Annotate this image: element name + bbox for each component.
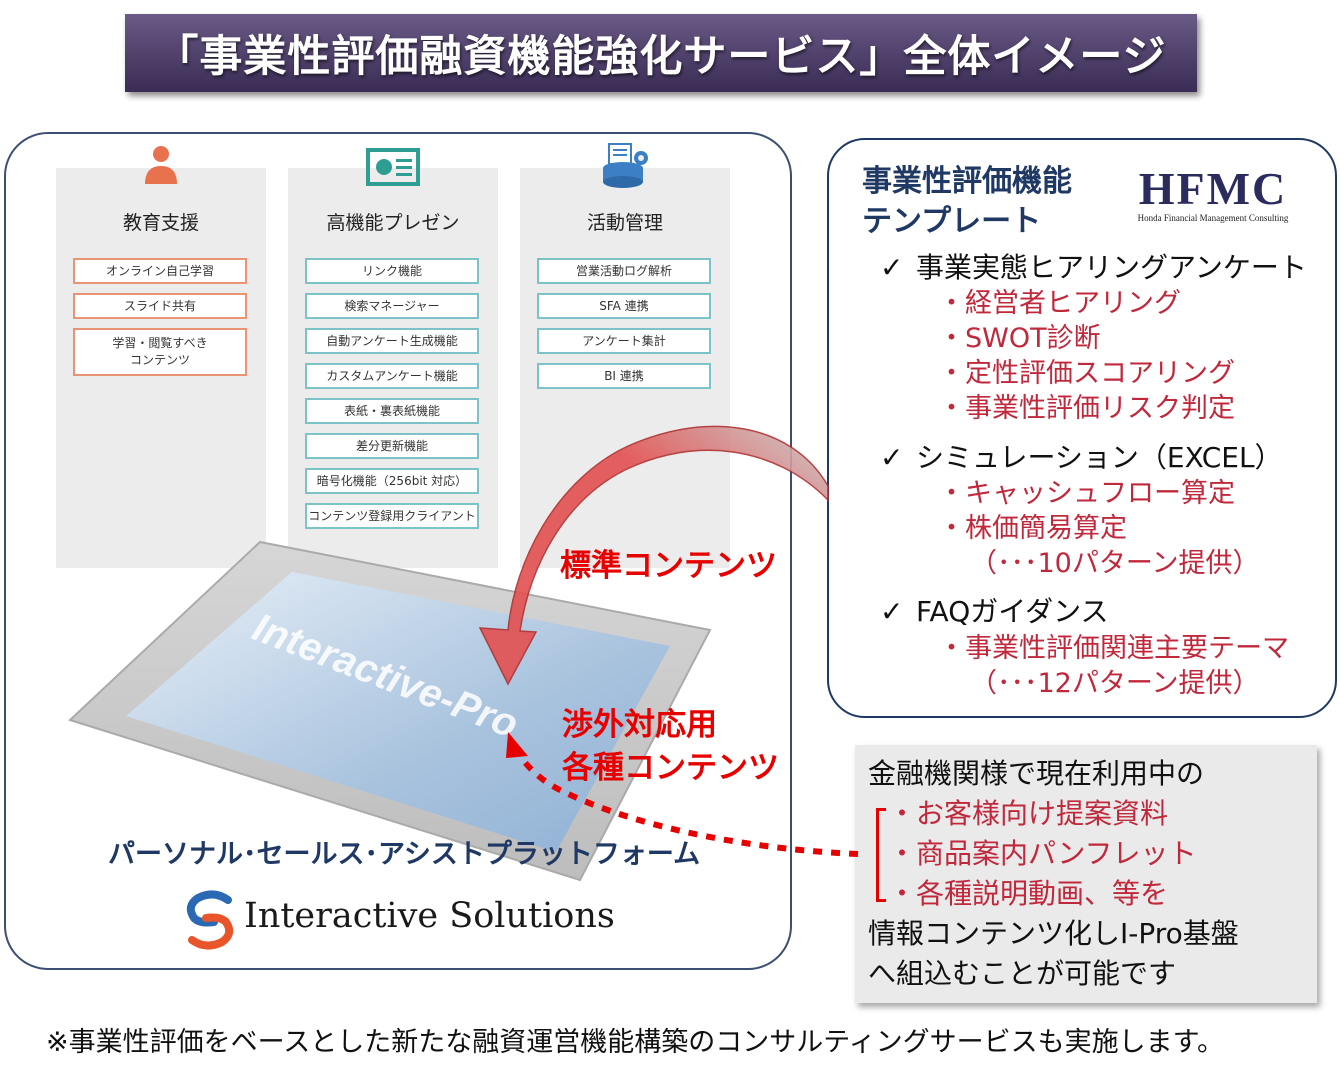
template-group-label: ✓ 事業実態ヒアリングアンケート [880,250,1307,286]
finance-item: ・各種説明動画、等を [888,877,1169,910]
feature-chip: 営業活動ログ解析 [537,258,711,284]
feature-chip: SFA 連携 [537,293,711,319]
template-sub-item: ・キャッシュフロー算定 [938,478,1235,509]
feature-chip: 検索マネージャー [305,293,479,319]
feature-chip: リンク機能 [305,258,479,284]
finance-item: ・商品案内パンフレット [888,837,1197,870]
column-activity: 活動管理 営業活動ログ解析 SFA 連携 アンケート集計 BI 連携 [520,143,730,568]
feature-chip: BI 連携 [537,363,711,389]
feature-chip: スライド共有 [73,293,247,319]
finance-outro: へ組込むことが可能です [868,957,1177,990]
hfmc-logo-subtext: Honda Financial Management Consulting [1137,213,1289,223]
check-icon: ✓ [880,251,904,284]
platform-name: パーソナル･セールス･アシストプラットフォーム [108,839,701,870]
feature-chip: オンライン自己学習 [73,258,247,284]
group-label-text: 事業実態ヒアリングアンケート [916,251,1307,284]
feature-chip: 暗号化機能（256bit 対応） [305,468,479,494]
template-group-label: ✓ シミュレーション（EXCEL） [880,440,1283,476]
check-icon: ✓ [880,595,904,628]
template-title-line: テンプレート [862,204,1042,239]
template-sub-item: ・事業性評価関連主要テーマ [938,633,1289,664]
group-label-text: FAQガイダンス [916,595,1109,628]
check-icon: ✓ [880,441,904,474]
template-title: 事業性評価機能 テンプレート [862,162,1072,242]
template-sub-item: （･･･12パターン提供） [970,668,1260,699]
feature-chip: 学習・閲覧すべき コンテンツ [73,328,247,376]
template-title-line: 事業性評価機能 [862,164,1072,199]
template-sub-item: ・定性評価スコアリング [938,358,1235,389]
person-icon [145,146,177,184]
feature-chip: 自動アンケート生成機能 [305,328,479,354]
feature-chip: コンテンツ登録用クライアント [305,503,479,529]
feature-chip: カスタムアンケート機能 [305,363,479,389]
interactive-solutions-logo-icon [186,890,234,950]
column-heading: 教育支援 [122,212,199,234]
external-content-label-1: 渉外対応用 [562,707,717,743]
presentation-icon [366,148,420,186]
template-sub-item: ・株価簡易算定 [938,513,1127,544]
finance-intro: 金融機関様で現在利用中の [868,757,1205,790]
hfmc-logo: HFMC Honda Financial Management Consulti… [1118,166,1308,224]
company-name: Interactive Solutions [244,896,615,936]
template-group-label: ✓ FAQガイダンス [880,594,1109,630]
template-sub-item: ・事業性評価リスク判定 [938,393,1235,424]
finance-outro: 情報コンテンツ化しI-Pro基盤 [868,917,1239,950]
feature-chip: 表紙・裏表紙機能 [305,398,479,424]
title-banner: 「事業性評価融資機能強化サービス」全体イメージ [125,14,1197,92]
column-heading: 高機能プレゼン [326,212,460,234]
footnote: ※事業性評価をベースとした新たな融資運営機能構築のコンサルティングサービスも実施… [46,1027,1224,1058]
database-gear-icon [603,143,648,188]
column-education: 教育支援 オンライン自己学習 スライド共有 学習・閲覧すべき コンテンツ [56,146,266,568]
template-panel [827,138,1337,718]
feature-chip: アンケート集計 [537,328,711,354]
column-heading: 活動管理 [586,212,663,234]
template-sub-item: ・経営者ヒアリング [938,288,1181,319]
column-presentation: 高機能プレゼン リンク機能 検索マネージャー 自動アンケート生成機能 カスタムア… [288,148,498,568]
finance-panel [855,745,1317,1003]
template-sub-item: （･･･10パターン提供） [970,548,1260,579]
finance-item: ・お客様向け提案資料 [888,797,1169,830]
group-label-text: シミュレーション（EXCEL） [916,441,1283,474]
page-title: 「事業性評価融資機能強化サービス」全体イメージ [155,32,1167,82]
external-content-label-2: 各種コンテンツ [562,750,779,786]
finance-bracket [876,808,886,902]
hfmc-logo-text: HFMC [1138,163,1288,214]
template-sub-item: ・SWOT診断 [938,323,1101,354]
feature-chip: 差分更新機能 [305,433,479,459]
standard-content-label: 標準コンテンツ [560,548,777,584]
